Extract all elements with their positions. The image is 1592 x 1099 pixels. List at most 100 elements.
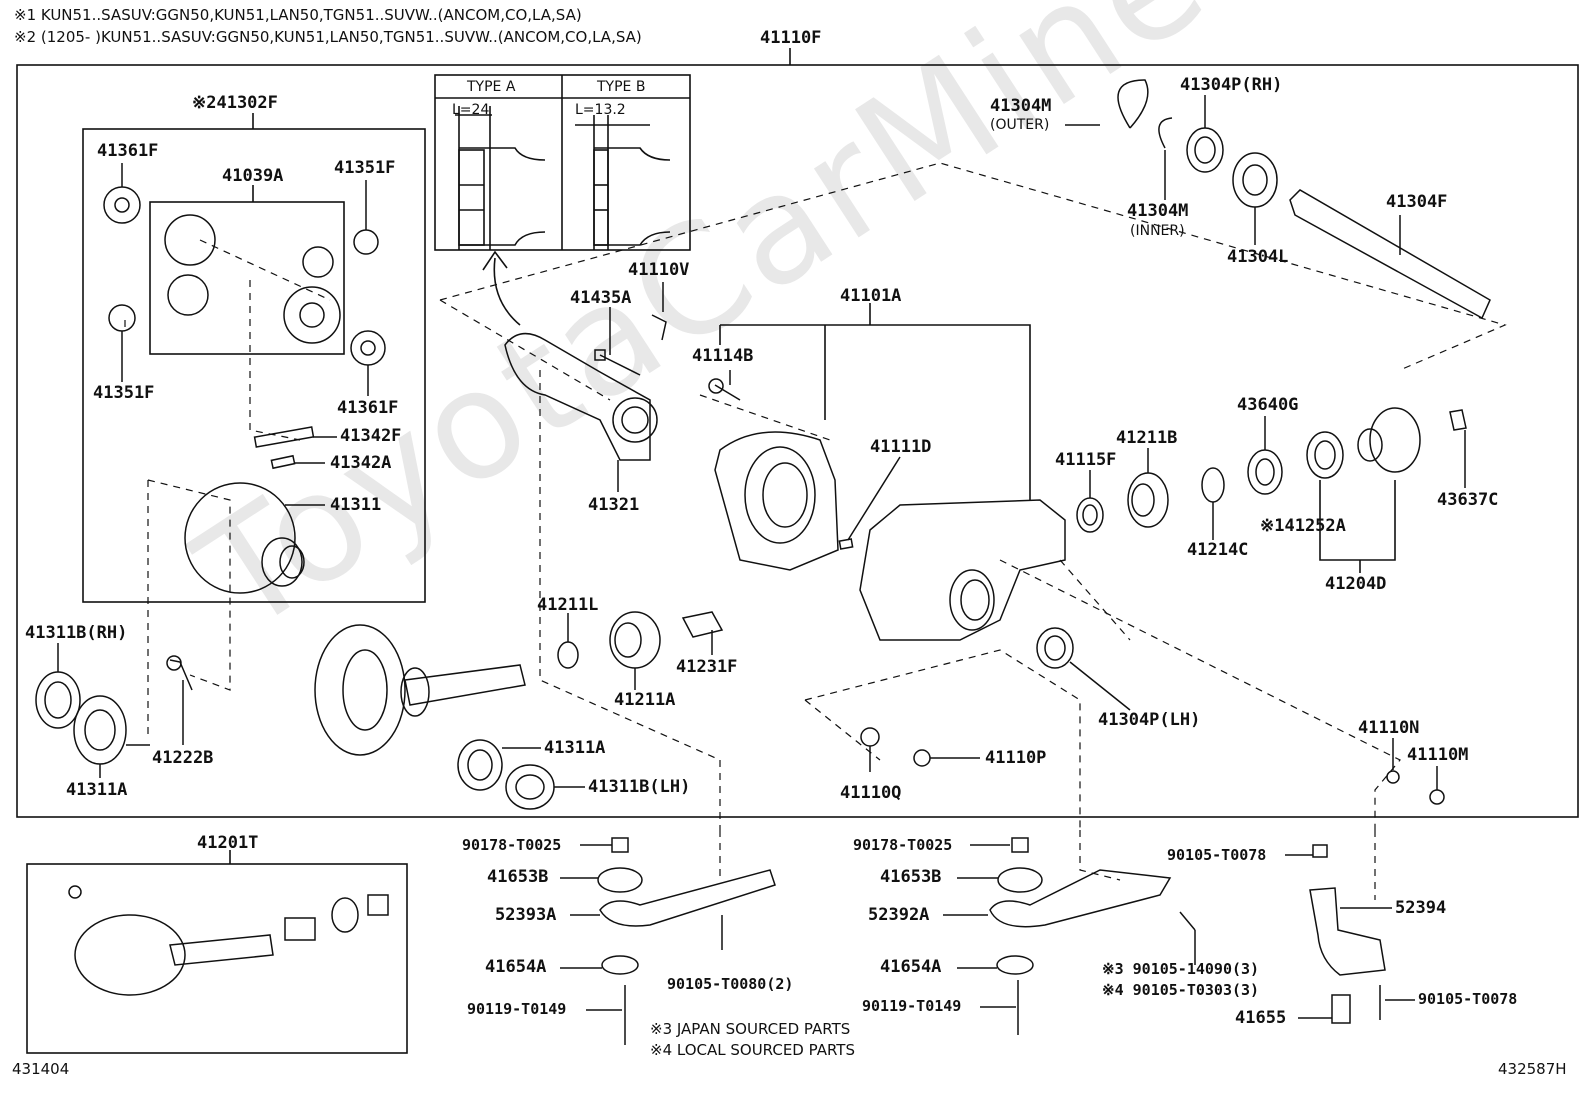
part-label-41231F[interactable]: 41231F [676,657,738,677]
part-label-41361F-right[interactable]: 41361F [337,398,399,418]
carrier-housing-rear [859,499,1066,641]
companion-flange [1369,407,1421,473]
plug-41110N [1386,770,1400,784]
pinion-set-box [149,201,345,355]
support-arm-52393A [599,869,776,927]
part-label-41211B[interactable]: 41211B [1116,428,1178,448]
side-gear [302,246,334,278]
part-label-90105-T0078-bottom[interactable]: 90105-T0078 [1418,990,1518,1008]
part-label-41351F[interactable]: 41351F [334,158,396,178]
part-label-41222B[interactable]: 41222B [152,748,214,768]
part-label-41654A-right[interactable]: 41654A [880,957,942,977]
bolt-41435A [599,354,641,376]
part-label-41311B-lh[interactable]: 41311B(LH) [588,777,691,797]
part-label-90105-T0080[interactable]: 90105-T0080(2) [667,975,794,993]
breather-41110V [651,314,667,341]
part-label-41110Q[interactable]: 41110Q [840,783,902,803]
part-label-41311A-right[interactable]: 41311A [544,738,606,758]
drive-pinion [404,664,526,706]
axle-shaft-41304F [1289,189,1491,320]
washer-41211L [557,641,579,669]
part-label-43637C[interactable]: 43637C [1437,490,1499,510]
extension-tube-41321 [504,332,651,461]
part-label-41321[interactable]: 41321 [588,495,640,515]
side-gear-2 [283,286,341,344]
part-label-41361F[interactable]: 41361F [97,141,159,161]
snap-ring-inner [1158,117,1173,149]
part-label-41311B-rh[interactable]: 41311B(RH) [25,623,128,643]
part-label-41110V[interactable]: 41110V [628,260,690,280]
cushion-41653B-left [597,867,643,893]
part-label-90178-T0025-right[interactable]: 90178-T0025 [853,836,953,854]
part-label-41304P-lh[interactable]: 41304P(LH) [1098,710,1201,730]
part-label-41304F[interactable]: 41304F [1386,192,1448,212]
part-label-41114B[interactable]: 41114B [692,346,754,366]
part-label-41252A[interactable]: ※141252A [1260,516,1346,536]
bracket-52394 [1309,887,1386,976]
part-label-90178-T0025-left[interactable]: 90178-T0025 [462,836,562,854]
applicability-note-2: ※2 (1205- )KUN51..SASUV:GGN50,KUN51,LAN5… [14,28,642,46]
part-label-41201T[interactable]: 41201T [197,833,259,853]
part-label-41304L[interactable]: 41304L [1227,247,1289,267]
part-label-52393A[interactable]: 52393A [495,905,557,925]
bearing-41311A-right [457,739,503,791]
nut-90178-left [611,837,629,853]
part-label-41214C[interactable]: 41214C [1187,540,1249,560]
seal-41304P-lh [1036,627,1074,669]
shim-41311B-lh [505,764,555,810]
part-label-41111D[interactable]: 41111D [870,437,932,457]
part-label-41110M[interactable]: 41110M [1407,745,1469,765]
part-label-41351F-left[interactable]: 41351F [93,383,155,403]
note-japan-sourced: ※3 JAPAN SOURCED PARTS [650,1020,851,1038]
washer-41351F-left [108,304,136,332]
part-label-41435A[interactable]: 41435A [570,288,632,308]
part-label-41653B-left[interactable]: 41653B [487,867,549,887]
part-label-90119-T0149-right[interactable]: 90119-T0149 [862,997,962,1015]
part-label-90105-T0078-top[interactable]: 90105-T0078 [1167,846,1267,864]
assembly-frame [16,64,1579,818]
part-label-41342F[interactable]: 41342F [340,426,402,446]
seal-41304P-rh [1186,127,1224,173]
nut-90178-right [1011,837,1029,853]
part-label-41211L[interactable]: 41211L [537,595,599,615]
part-label-41039A[interactable]: 41039A [222,166,284,186]
part-label-90119-T0149-left[interactable]: 90119-T0149 [467,1000,567,1018]
shim-41311B-rh [35,671,81,729]
applicability-note-1: ※1 KUN51..SASUV:GGN50,KUN51,LAN50,TGN51.… [14,6,582,24]
part-label-90105-T0303[interactable]: ※4 90105-T0303(3) [1102,981,1260,999]
bolt-90105-14090 [1179,911,1196,931]
part-label-41342A[interactable]: 41342A [330,453,392,473]
part-label-41101A[interactable]: 41101A [840,286,902,306]
part-label-43640G[interactable]: 43640G [1237,395,1299,415]
part-label-41304M-outer[interactable]: 41304M [990,96,1052,116]
snap-ring-outer [1117,79,1149,129]
washer-41361F-top [103,186,141,224]
bearing-41211B [1127,472,1169,528]
seal-43640G [1247,449,1283,495]
part-label-41204D[interactable]: 41204D [1325,574,1387,594]
part-label-41110F[interactable]: 41110F [760,28,822,48]
part-label-41115F[interactable]: 41115F [1055,450,1117,470]
bolt-41222B [169,659,193,691]
part-label-41110P[interactable]: 41110P [985,748,1047,768]
support-arm-52392A [989,869,1172,928]
part-label-41110N[interactable]: 41110N [1358,718,1420,738]
washer-41214C [1201,467,1225,503]
part-label-41211A[interactable]: 41211A [614,690,676,710]
cushion-41654A-left [601,955,639,975]
part-label-41311A-left[interactable]: 41311A [66,780,128,800]
part-label-41304M-inner[interactable]: 41304M [1127,201,1189,221]
washer-41110Q [860,727,880,747]
part-label-41655[interactable]: 41655 [1235,1008,1287,1028]
washer-41361F-right [350,330,386,366]
bearing-41311A-left [73,695,127,765]
part-label-41302F[interactable]: ※241302F [192,93,278,113]
part-label-52394[interactable]: 52394 [1395,898,1447,918]
part-label-41653B-right[interactable]: 41653B [880,867,942,887]
part-label-41304P-rh[interactable]: 41304P(RH) [1180,75,1283,95]
part-label-41311[interactable]: 41311 [330,495,382,515]
inner-qualifier: (INNER) [1130,223,1185,239]
part-label-41654A-left[interactable]: 41654A [485,957,547,977]
part-label-90105-14090[interactable]: ※3 90105-14090(3) [1102,960,1260,978]
part-label-52392A[interactable]: 52392A [868,905,930,925]
